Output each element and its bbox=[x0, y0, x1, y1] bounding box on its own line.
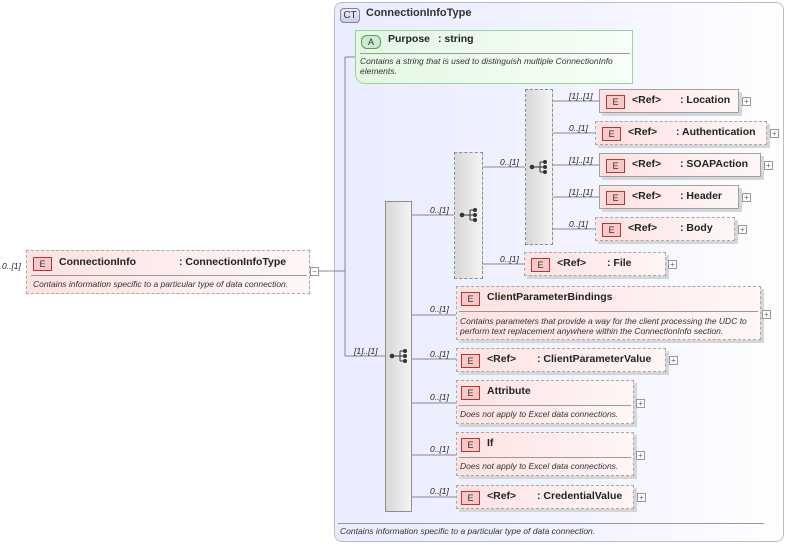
expand-icon[interactable]: + bbox=[637, 493, 646, 502]
element-authentication[interactable]: E <Ref> : Authentication bbox=[595, 121, 767, 145]
root-element-type: : ConnectionInfoType bbox=[179, 256, 287, 268]
expand-icon[interactable]: + bbox=[762, 310, 771, 319]
element-name: : File bbox=[607, 257, 632, 269]
authentication-cardinality: 0..[1] bbox=[569, 123, 588, 133]
complex-type-footer: Contains information specific to a parti… bbox=[340, 526, 596, 536]
root-element-description: Contains information specific to a parti… bbox=[33, 279, 289, 289]
element-badge: E bbox=[461, 491, 480, 505]
attribute-type: : string bbox=[438, 33, 474, 45]
expand-icon[interactable]: + bbox=[764, 161, 773, 170]
root-cardinality: 0..[1] bbox=[2, 261, 21, 271]
attribute-element-cardinality: 0..[1] bbox=[430, 392, 449, 402]
element-badge: E bbox=[461, 292, 480, 306]
element-header[interactable]: E <Ref> : Header bbox=[599, 185, 739, 209]
separator bbox=[459, 405, 631, 406]
main-sequence-cardinality: [1]..[1] bbox=[354, 346, 378, 356]
credentialvalue-cardinality: 0..[1] bbox=[430, 486, 449, 496]
element-file[interactable]: E <Ref> : File bbox=[524, 252, 666, 276]
element-ref: <Ref> bbox=[632, 190, 662, 202]
element-credentialvalue[interactable]: E <Ref> : CredentialValue bbox=[456, 485, 634, 509]
element-ref: <Ref> bbox=[632, 94, 662, 106]
attribute-description: Contains a string that is used to distin… bbox=[360, 56, 613, 76]
element-badge: E bbox=[606, 159, 625, 173]
expand-icon[interactable]: + bbox=[742, 97, 751, 106]
element-badge: E bbox=[602, 223, 621, 237]
element-if[interactable]: E If Does not apply to Excel data connec… bbox=[456, 432, 634, 476]
soapaction-cardinality: [1]..[1] bbox=[569, 155, 593, 165]
element-attribute[interactable]: E Attribute Does not apply to Excel data… bbox=[456, 380, 634, 424]
element-ref: <Ref> bbox=[557, 257, 587, 269]
expand-icon[interactable]: + bbox=[668, 260, 677, 269]
element-name: : CredentialValue bbox=[537, 490, 623, 502]
footer-divider bbox=[338, 523, 764, 524]
element-name: : SOAPAction bbox=[680, 158, 749, 170]
element-ref: <Ref> bbox=[628, 222, 658, 234]
expand-icon[interactable]: + bbox=[669, 356, 678, 365]
element-location[interactable]: E <Ref> : Location bbox=[599, 89, 739, 113]
choice-icon bbox=[459, 208, 477, 222]
element-badge: E bbox=[531, 258, 550, 272]
attribute-purpose[interactable]: A Purpose : string Contains a string tha… bbox=[355, 30, 633, 84]
header-cardinality: [1]..[1] bbox=[569, 187, 593, 197]
complex-type-badge: CT bbox=[340, 8, 360, 23]
element-name: : ClientParameterValue bbox=[537, 353, 652, 365]
element-body[interactable]: E <Ref> : Body bbox=[595, 217, 735, 241]
body-cardinality: 0..[1] bbox=[569, 219, 588, 229]
file-cardinality: 0..[1] bbox=[500, 254, 519, 264]
expand-icon[interactable]: + bbox=[636, 451, 645, 460]
element-badge: E bbox=[606, 191, 625, 205]
element-description: Contains parameters that provide a way f… bbox=[460, 316, 747, 336]
sequence-icon bbox=[389, 349, 407, 363]
element-ref: <Ref> bbox=[487, 353, 517, 365]
location-cardinality: [1]..[1] bbox=[569, 91, 593, 101]
element-ref: <Ref> bbox=[487, 490, 517, 502]
separator bbox=[459, 457, 631, 458]
element-badge: E bbox=[33, 257, 52, 271]
element-badge: E bbox=[606, 95, 625, 109]
element-badge: E bbox=[461, 386, 480, 400]
element-clientparametervalue[interactable]: E <Ref> : ClientParameterValue bbox=[456, 348, 666, 372]
element-name: : Body bbox=[680, 222, 713, 234]
element-badge: E bbox=[461, 354, 480, 368]
element-name: ClientParameterBindings bbox=[487, 291, 613, 303]
element-ref: <Ref> bbox=[628, 126, 658, 138]
attribute-name: Purpose bbox=[388, 33, 431, 45]
element-badge: E bbox=[602, 127, 621, 141]
expand-icon[interactable]: + bbox=[636, 399, 645, 408]
sequence-icon bbox=[529, 160, 547, 174]
element-badge: E bbox=[461, 438, 480, 452]
clientparametervalue-cardinality: 0..[1] bbox=[430, 349, 449, 359]
element-name: : Authentication bbox=[676, 126, 756, 138]
separator bbox=[360, 53, 630, 54]
attribute-badge: A bbox=[361, 35, 381, 49]
element-soapaction[interactable]: E <Ref> : SOAPAction bbox=[599, 153, 761, 177]
root-element-connectioninfo[interactable]: E ConnectionInfo : ConnectionInfoType Co… bbox=[26, 250, 310, 294]
clientparameterbindings-cardinality: 0..[1] bbox=[430, 304, 449, 314]
separator bbox=[459, 311, 758, 312]
inner-sequence-cardinality: 0..[1] bbox=[500, 157, 519, 167]
expand-icon[interactable]: + bbox=[738, 225, 747, 234]
element-name: : Location bbox=[680, 94, 731, 106]
if-cardinality: 0..[1] bbox=[430, 444, 449, 454]
element-description: Does not apply to Excel data connections… bbox=[460, 461, 619, 471]
element-name: Attribute bbox=[487, 385, 531, 397]
choice-cardinality: 0..[1] bbox=[430, 205, 449, 215]
expand-icon[interactable]: + bbox=[742, 193, 751, 202]
expand-icon[interactable]: + bbox=[770, 129, 779, 138]
root-element-name: ConnectionInfo bbox=[59, 256, 136, 268]
separator bbox=[31, 275, 307, 276]
element-ref: <Ref> bbox=[632, 158, 662, 170]
element-name: : Header bbox=[680, 190, 723, 202]
element-name: If bbox=[487, 437, 494, 449]
collapse-icon[interactable]: − bbox=[310, 267, 319, 276]
complex-type-name: ConnectionInfoType bbox=[366, 7, 472, 19]
element-clientparameterbindings[interactable]: E ClientParameterBindings Contains param… bbox=[456, 286, 761, 340]
element-description: Does not apply to Excel data connections… bbox=[460, 409, 619, 419]
